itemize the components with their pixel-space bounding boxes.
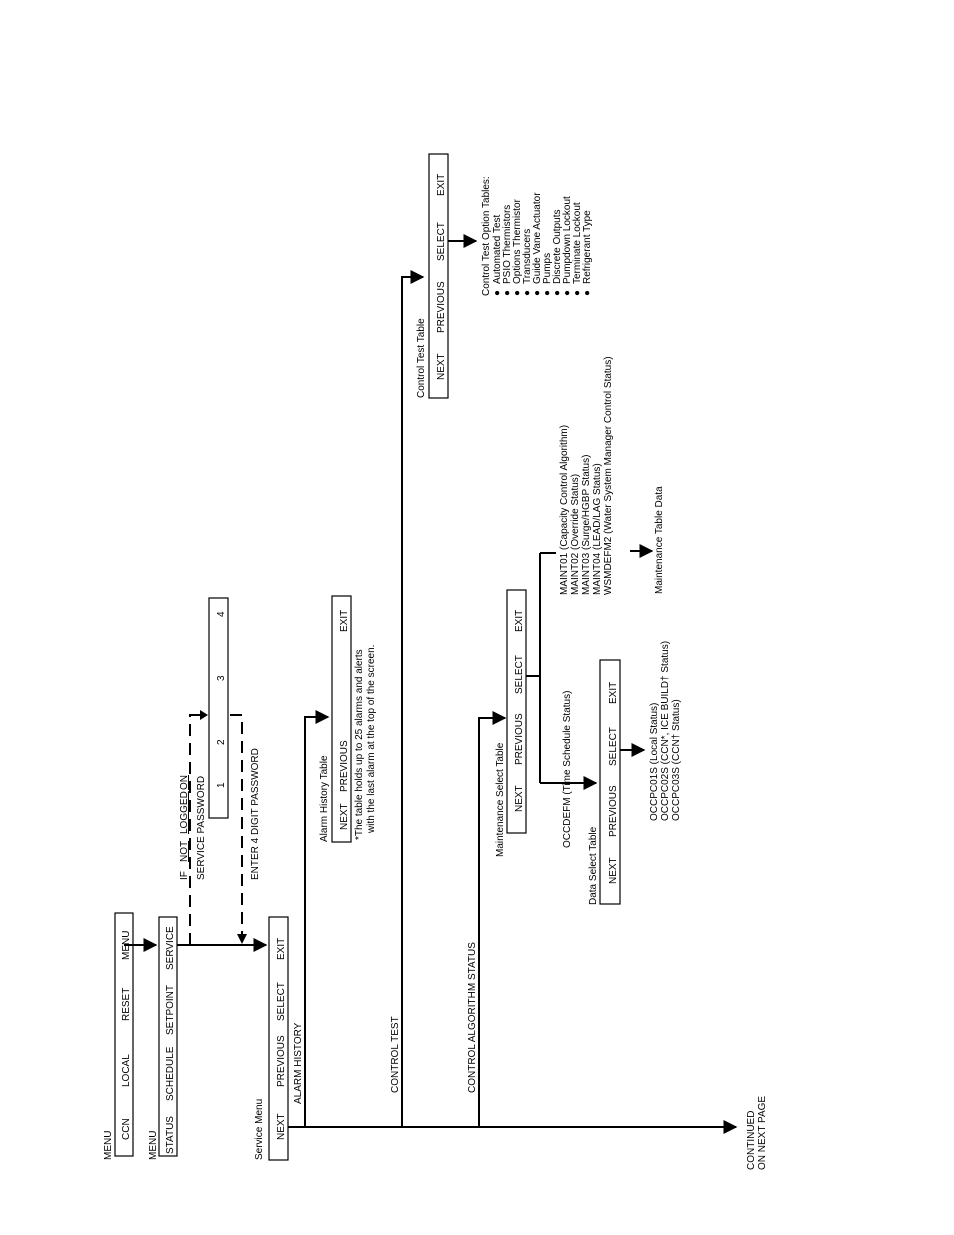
alarm-branch <box>304 710 330 1127</box>
maint-item-2: MAINT02 (Override Status) <box>570 474 581 595</box>
key-3[interactable]: 3 <box>216 675 227 681</box>
option-bullet-3: ● <box>512 290 523 296</box>
menu-service-button[interactable]: SERVICE <box>165 926 176 970</box>
key-1[interactable]: 1 <box>216 782 227 788</box>
maintenance-select-table-title: Maintenance Select Table <box>495 742 506 857</box>
if-label: IF <box>179 871 190 880</box>
option-item-10: Refrigerant Type <box>582 210 593 284</box>
option-item-8: Pumpdown Lockout <box>562 196 573 284</box>
continued-label-2: ON NEXT PAGE <box>757 1096 768 1170</box>
enter-password-label: ENTER 4 DIGIT PASSWORD <box>250 748 261 880</box>
menu-reset-button[interactable]: RESET <box>121 988 132 1021</box>
control-test-options: Control Test Option Tables: ● Automated … <box>481 176 593 296</box>
option-bullet-7: ● <box>552 290 563 296</box>
maint-item-3: MAINT03 (Surge/HGBP Status) <box>581 455 592 595</box>
option-tables-title: Control Test Option Tables: <box>481 176 492 296</box>
option-bullet-9: ● <box>572 290 583 296</box>
data-exit-button[interactable]: EXIT <box>608 682 619 704</box>
data-select-table-title: Data Select Table <box>588 826 599 905</box>
menu-box-2 <box>158 916 178 1157</box>
maintenance-select-button[interactable]: SELECT <box>514 655 525 694</box>
data-select-table-box <box>599 659 621 905</box>
alarm-history-label: ALARM HISTORY <box>293 1022 304 1104</box>
menu-setpoint-button[interactable]: SETPOINT <box>165 985 176 1035</box>
option-bullet-10: ● <box>582 290 593 296</box>
service-select-button[interactable]: SELECT <box>276 982 287 1021</box>
menu-title-2: MENU <box>148 1131 159 1160</box>
menu-status-group: MENU STATUS SCHEDULE SETPOINT SERVICE <box>148 916 178 1160</box>
control-test-table-title: Control Test Table <box>416 318 427 398</box>
password-dashed-path <box>230 714 243 938</box>
data-next-button[interactable]: NEXT <box>608 857 619 884</box>
option-bullet-6: ● <box>542 290 553 296</box>
control-test-label: CONTROL TEST <box>390 1016 401 1093</box>
control-test-table-box <box>428 153 449 399</box>
alarm-table-box <box>331 595 352 843</box>
control-test-select-button[interactable]: SELECT <box>436 222 447 261</box>
on-label: ON <box>179 775 190 790</box>
service-exit-button[interactable]: EXIT <box>276 938 287 960</box>
option-item-1: Automated Test <box>492 214 503 284</box>
option-item-9: Terminate Lockout <box>572 202 583 284</box>
control-test-next-button[interactable]: NEXT <box>436 353 447 380</box>
option-item-2: PSIO Thermistors <box>502 205 513 284</box>
maint-item-1: MAINT01 (Capacity Control Algorithm) <box>559 425 570 595</box>
alarm-table-title: Alarm History Table <box>319 755 330 842</box>
occpc-item-1: OCCPC01S (Local Status) <box>649 703 660 821</box>
alarm-previous-button[interactable]: PREVIOUS <box>339 740 350 792</box>
option-bullet-4: ● <box>522 290 533 296</box>
occdefm-label: OCCDEFM (Time Schedule Status) <box>562 691 573 848</box>
maintenance-select-table-box <box>506 589 527 834</box>
maintenance-previous-button[interactable]: PREVIOUS <box>514 713 525 765</box>
maint-item-5: WSMDEFM2 (Water System Manager Control S… <box>603 356 614 595</box>
control-algorithm-branch <box>478 711 507 1127</box>
control-test-exit-button[interactable]: EXIT <box>436 174 447 196</box>
control-test-previous-button[interactable]: PREVIOUS <box>436 281 447 333</box>
key-4[interactable]: 4 <box>216 611 227 617</box>
service-password-label: SERVICE PASSWORD <box>196 776 207 880</box>
data-previous-button[interactable]: PREVIOUS <box>608 785 619 837</box>
service-menu-box <box>268 916 289 1161</box>
menu-title-1: MENU <box>103 1131 114 1160</box>
service-menu-title: Service Menu <box>254 1099 265 1160</box>
service-previous-button[interactable]: PREVIOUS <box>276 1035 287 1087</box>
menu-ccn-group: MENU CCN LOCAL RESET MENU <box>103 912 134 1160</box>
maintenance-table-data-label: Maintenance Table Data <box>654 486 665 594</box>
maintenance-exit-button[interactable]: EXIT <box>514 610 525 632</box>
alarm-note-line-1: *The table holds up to 25 alarms and ale… <box>354 649 365 840</box>
option-item-7: Discrete Outputs <box>552 210 563 284</box>
menu-local-button[interactable]: LOCAL <box>121 1054 132 1087</box>
not-label: NOT <box>179 841 190 862</box>
option-item-3: Options Thermistor <box>512 198 523 284</box>
option-bullet-5: ● <box>532 290 543 296</box>
menu-schedule-button[interactable]: SCHEDULE <box>165 1046 176 1101</box>
data-select-button[interactable]: SELECT <box>608 727 619 766</box>
occpc-item-2: OCCPC02S (CCN*, ICE BUILD† Status) <box>660 641 671 821</box>
option-item-4: Transducers <box>522 229 533 284</box>
password-keypad <box>208 597 229 819</box>
alarm-note-line-2: with the last alarm at the top of the sc… <box>366 645 377 834</box>
maint-item-4: MAINT04 (LEAD/LAG Status) <box>592 463 603 595</box>
menu-status-button[interactable]: STATUS <box>165 1116 176 1154</box>
alarm-next-button[interactable]: NEXT <box>339 803 350 830</box>
maintenance-next-button[interactable]: NEXT <box>514 785 525 812</box>
occpc-item-3: OCCPC03S (CCN† Status) <box>671 699 682 821</box>
alarm-exit-button[interactable]: EXIT <box>339 610 350 632</box>
option-bullet-1: ● <box>492 290 503 296</box>
option-item-6: Pumps <box>542 253 553 284</box>
service-next-button[interactable]: NEXT <box>276 1113 287 1140</box>
control-test-branch <box>401 270 425 1127</box>
option-bullet-8: ● <box>562 290 573 296</box>
continued-label-1: CONTINUED <box>746 1111 757 1170</box>
menu-ccn-button[interactable]: CCN <box>121 1118 132 1140</box>
key-2[interactable]: 2 <box>216 739 227 745</box>
control-algorithm-status-label: CONTROL ALGORITHM STATUS <box>467 942 478 1093</box>
option-bullet-2: ● <box>502 290 513 296</box>
logged-label: LOGGED <box>179 791 190 834</box>
option-item-5: Guide Vane Actuator <box>532 192 543 284</box>
